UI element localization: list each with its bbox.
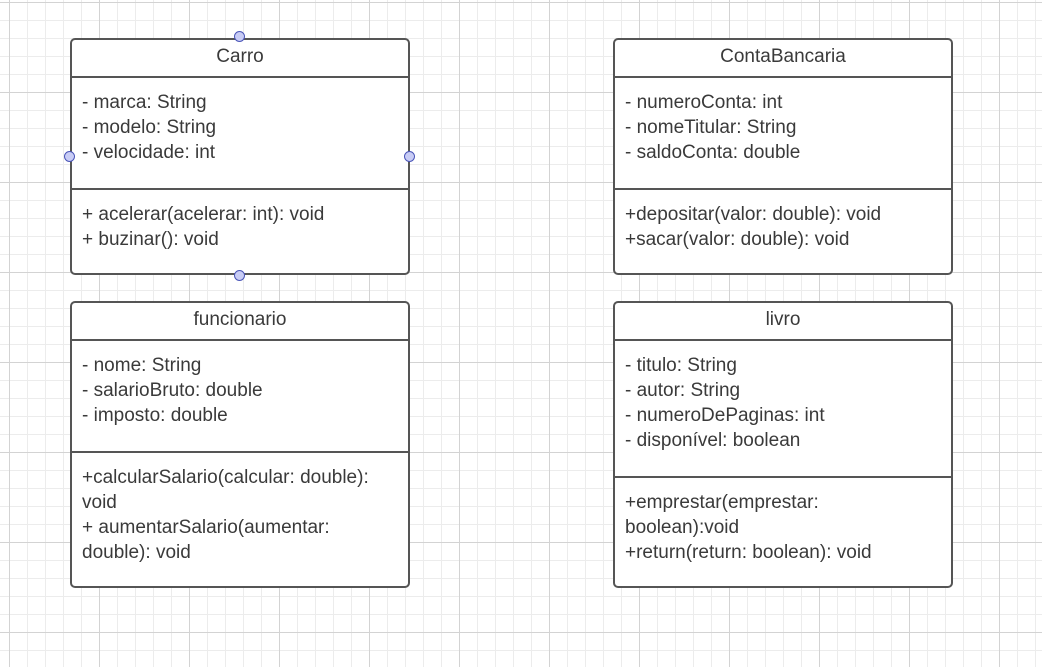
connection-point-bottom[interactable] (234, 270, 245, 281)
attribute: - saldoConta: double (625, 142, 801, 163)
class-livro[interactable]: livro - titulo: String - autor: String -… (613, 301, 953, 588)
method: +sacar(valor: double): void (625, 229, 850, 250)
method: boolean):void (625, 517, 740, 538)
attribute: - nome: String (82, 355, 202, 376)
method: +calcularSalario(calcular: double): (82, 467, 369, 488)
attribute: - salarioBruto: double (82, 380, 263, 401)
methods-section: + acelerar(acelerar: int): void + buzina… (72, 190, 408, 252)
attributes-section: - nome: String - salarioBruto: double - … (72, 341, 408, 453)
class-contabancaria[interactable]: ContaBancaria - numeroConta: int - nomeT… (613, 38, 953, 275)
attribute: - numeroDePaginas: int (625, 405, 825, 426)
method: +return(return: boolean): void (625, 542, 872, 563)
connection-point-right[interactable] (404, 151, 415, 162)
class-name: ContaBancaria (615, 40, 951, 78)
methods-section: +depositar(valor: double): void +sacar(v… (615, 190, 951, 252)
attribute: - velocidade: int (82, 142, 216, 163)
class-carro[interactable]: Carro - marca: String - modelo: String -… (70, 38, 410, 275)
method: void (82, 492, 117, 513)
class-name: funcionario (72, 303, 408, 341)
method: + aumentarSalario(aumentar: (82, 517, 330, 538)
methods-section: +emprestar(emprestar: boolean):void +ret… (615, 478, 951, 565)
attributes-section: - titulo: String - autor: String - numer… (615, 341, 951, 478)
method: + buzinar(): void (82, 229, 219, 250)
method: double): void (82, 542, 191, 563)
method: +depositar(valor: double): void (625, 204, 882, 225)
methods-section: +calcularSalario(calcular: double): void… (72, 453, 408, 565)
attribute: - titulo: String (625, 355, 737, 376)
attributes-section: - marca: String - modelo: String - veloc… (72, 78, 408, 190)
attribute: - nomeTitular: String (625, 117, 797, 138)
attribute: - disponível: boolean (625, 430, 801, 451)
attribute: - numeroConta: int (625, 92, 783, 113)
class-name: livro (615, 303, 951, 341)
method: +emprestar(emprestar: (625, 492, 819, 513)
attribute: - autor: String (625, 380, 741, 401)
method: + acelerar(acelerar: int): void (82, 204, 325, 225)
attribute: - modelo: String (82, 117, 217, 138)
attribute: - marca: String (82, 92, 207, 113)
class-funcionario[interactable]: funcionario - nome: String - salarioBrut… (70, 301, 410, 588)
attribute: - imposto: double (82, 405, 228, 426)
connection-point-left[interactable] (64, 151, 75, 162)
attributes-section: - numeroConta: int - nomeTitular: String… (615, 78, 951, 190)
connection-point-top[interactable] (234, 31, 245, 42)
class-name: Carro (72, 40, 408, 78)
